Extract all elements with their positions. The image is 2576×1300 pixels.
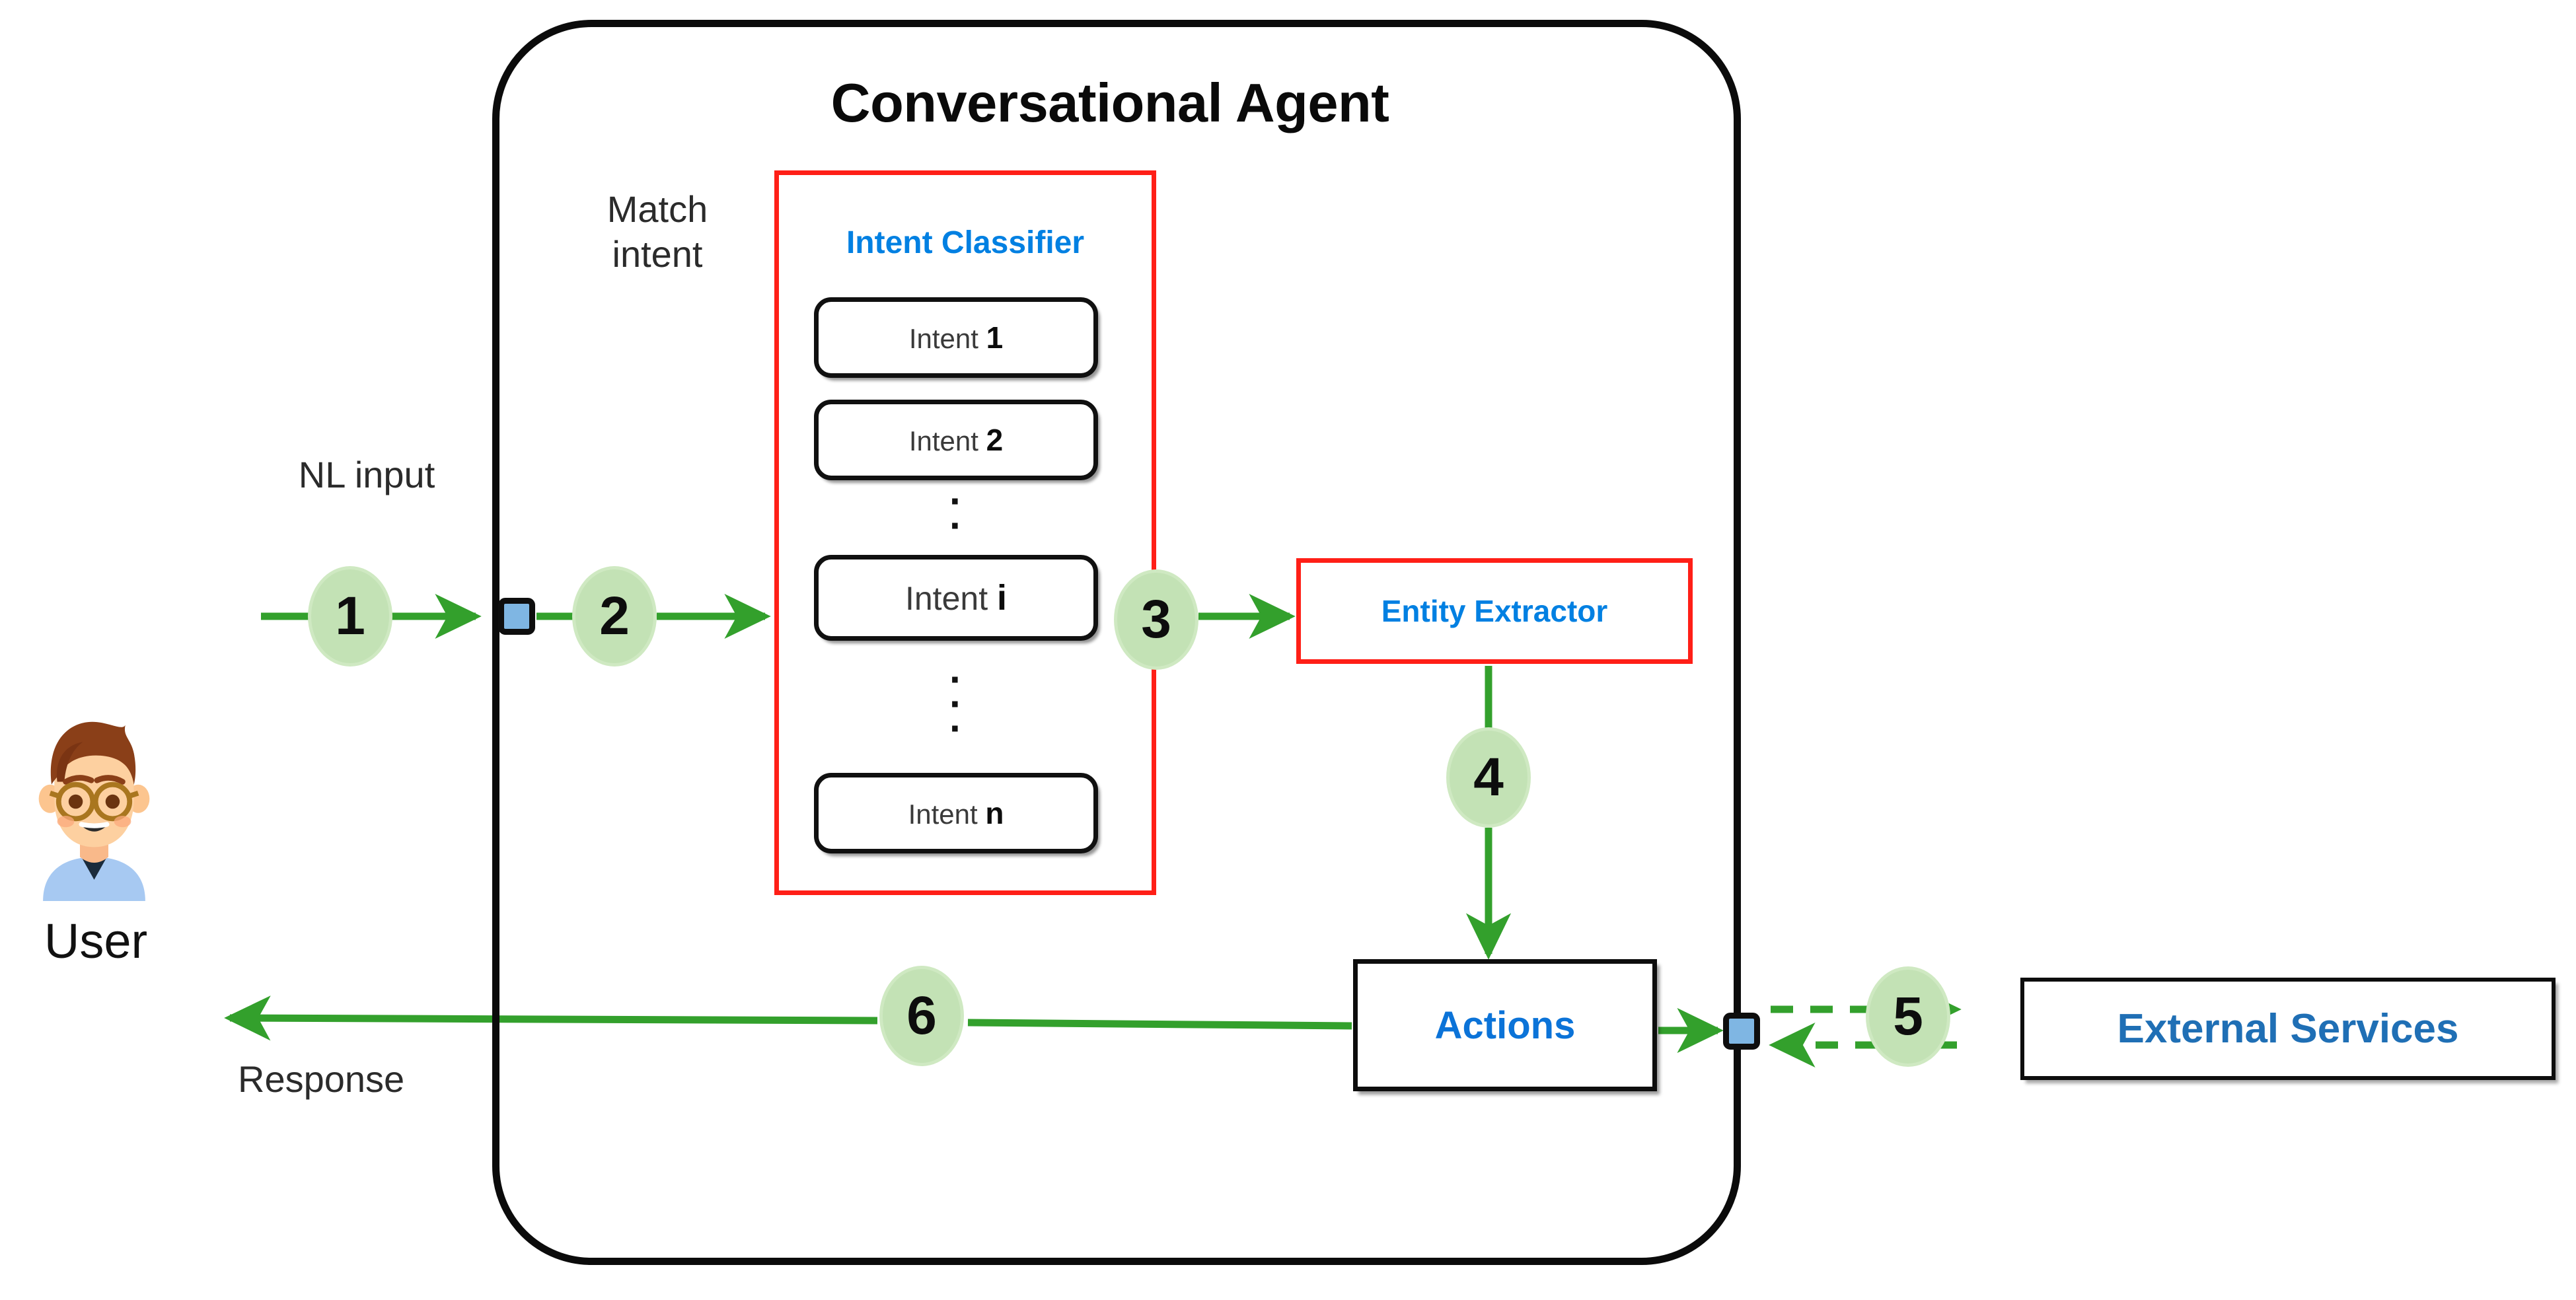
entity-extractor-label: Entity Extractor	[1381, 594, 1608, 628]
intent-item-label: Intent i	[904, 578, 1008, 618]
intent-item-label: Intent n	[908, 796, 1004, 830]
agent-input-port-icon[interactable]	[498, 598, 535, 635]
external-services-box[interactable]: External Services	[2020, 978, 2556, 1080]
intent-item[interactable]: Intent n	[814, 773, 1098, 853]
intent-item[interactable]: Intent 2	[814, 400, 1098, 480]
actions-box[interactable]: Actions	[1353, 959, 1657, 1091]
response-label: Response	[238, 1058, 405, 1100]
step-badge-3[interactable]: 3	[1114, 569, 1198, 670]
entity-extractor-box[interactable]: Entity Extractor	[1296, 558, 1693, 664]
step-badge-1[interactable]: 1	[308, 566, 392, 667]
intent-classifier-title: Intent Classifier	[846, 225, 1085, 260]
actions-label: Actions	[1434, 1003, 1576, 1047]
user-label: User	[44, 914, 148, 968]
ellipsis-dots-lower: ···	[949, 657, 963, 751]
intent-item[interactable]: Intent 1	[814, 297, 1098, 378]
step-badge-4[interactable]: 4	[1446, 727, 1531, 828]
page-title: Conversational Agent	[830, 72, 1389, 133]
step-badge-2-number: 2	[599, 586, 630, 646]
step-badge-1-number: 1	[335, 586, 365, 646]
user-avatar-icon	[23, 710, 165, 902]
external-services-label: External Services	[2117, 1006, 2459, 1052]
step-badge-2[interactable]: 2	[572, 566, 657, 667]
step-badge-5[interactable]: 5	[1866, 966, 1950, 1067]
step-badge-3-number: 3	[1141, 589, 1171, 649]
intent-item-selected[interactable]: Intent i	[814, 555, 1098, 641]
intent-item-label: Intent 2	[908, 423, 1004, 457]
conversational-agent-boundary	[492, 20, 1741, 1265]
intent-item-label: Intent 1	[908, 320, 1004, 355]
match-intent-label: Match intent	[607, 188, 708, 275]
step-badge-5-number: 5	[1893, 986, 1923, 1046]
step-badge-6-number: 6	[906, 986, 937, 1046]
nl-input-label: NL input	[298, 454, 435, 495]
agent-output-port-icon[interactable]	[1723, 1013, 1760, 1050]
step-badge-6[interactable]: 6	[879, 966, 964, 1066]
step-badge-4-number: 4	[1473, 747, 1504, 807]
ellipsis-dots-upper: ··	[949, 479, 963, 548]
